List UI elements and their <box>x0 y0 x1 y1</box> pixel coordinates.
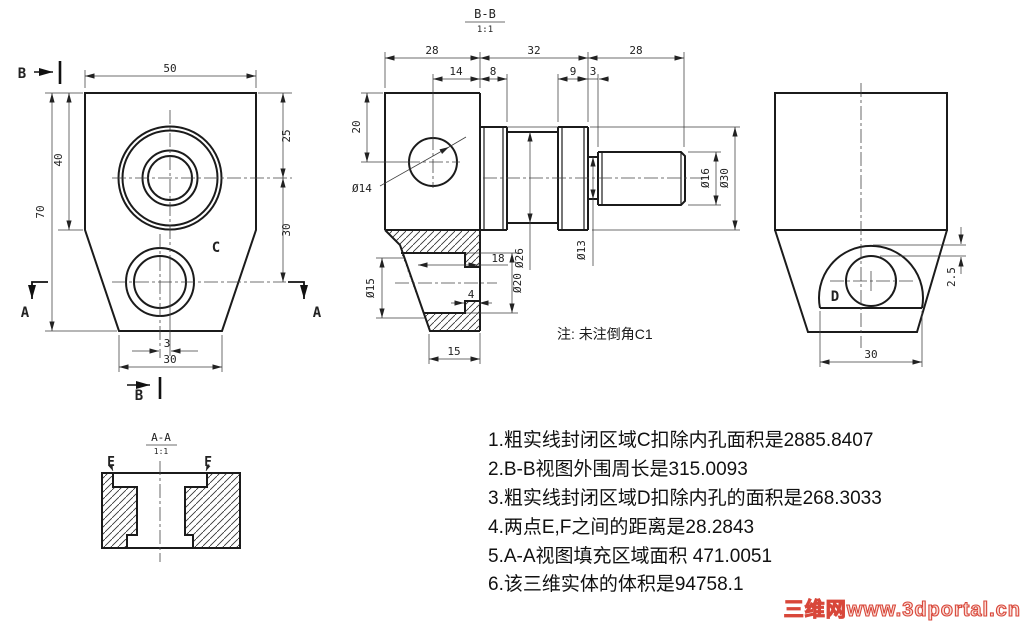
dim-20: 20 <box>350 120 363 133</box>
note-6: 6.该三维实体的体积是94758.1 <box>488 573 744 595</box>
bb-lower-hole-edges <box>401 252 480 314</box>
point-e-arrow <box>108 463 114 472</box>
dim-3: 3 <box>590 65 597 78</box>
bb-block-outline <box>384 92 480 230</box>
side-view-dome <box>818 244 924 309</box>
dia-15: Ø15 <box>364 278 377 298</box>
dim-28-left: 28 <box>425 44 438 57</box>
front-view: 50 40 70 25 30 3 30 B B <box>18 61 322 404</box>
section-aa-title-text: A-A <box>151 431 171 444</box>
point-f-arrow <box>205 463 211 472</box>
bb-lower-outline <box>384 229 480 332</box>
dim-8: 8 <box>490 65 497 78</box>
dia-20: Ø20 <box>511 273 524 293</box>
note-1: 1.粗实线封闭区域C扣除内孔面积是2885.8407 <box>488 429 873 451</box>
dim-18: 18 <box>491 252 504 265</box>
dia14-leader <box>379 146 450 187</box>
note-4: 4.两点E,F之间的距离是28.2843 <box>488 516 754 538</box>
point-label-f: F <box>204 455 212 470</box>
point-label-e: E <box>107 455 115 470</box>
section-aa-scale: 1:1 <box>154 447 169 456</box>
dia-26: Ø26 <box>513 248 526 268</box>
dim-30-side: 30 <box>864 348 877 361</box>
dim-4: 4 <box>468 288 475 301</box>
label-a-left: A <box>21 305 30 321</box>
aa-hatch-region <box>102 473 240 548</box>
section-bb-title: B-B 1:1 <box>465 7 505 35</box>
dia-30: Ø30 <box>718 168 731 188</box>
label-b-top: B <box>18 66 26 82</box>
dia-13: Ø13 <box>575 240 588 260</box>
region-label-d: D <box>831 289 839 305</box>
label-b-bottom: B <box>135 388 143 404</box>
watermark-text: 三维网www.3dportal.cn <box>784 597 1021 621</box>
note-5: 5.A-A视图填充区域面积 471.0051 <box>488 545 772 567</box>
bb-hatch-region <box>385 230 480 331</box>
dia-16: Ø16 <box>699 168 712 188</box>
label-a-right: A <box>313 305 322 321</box>
dim-15: 15 <box>447 345 460 358</box>
chamfer-note: 注: 未注倒角C1 <box>557 326 653 342</box>
section-marker-b-top: B <box>18 61 62 84</box>
section-marker-b-bottom: B <box>127 377 162 404</box>
dim-40: 40 <box>52 153 65 166</box>
dim-70: 70 <box>34 205 47 218</box>
note-3: 3.粗实线封闭区域D扣除内孔的面积是268.3033 <box>488 487 882 509</box>
dim-9: 9 <box>570 65 577 78</box>
dim-30-bottom: 30 <box>163 353 176 366</box>
section-bb-title-text: B-B <box>474 7 496 21</box>
section-bb-scale: 1:1 <box>477 25 493 35</box>
dim-28-right: 28 <box>629 44 642 57</box>
section-aa-view: A-A 1:1 E F <box>101 431 241 562</box>
front-view-outline <box>84 92 257 332</box>
aa-outline <box>101 472 241 549</box>
dim-14: 14 <box>449 65 463 78</box>
side-view: D 30 2.5 <box>774 83 966 367</box>
dia-14: Ø14 <box>352 182 372 195</box>
section-marker-a-right: A <box>288 281 322 321</box>
dia14-leader-tail <box>448 136 467 148</box>
dim-32: 32 <box>527 44 540 57</box>
dim-25: 25 <box>280 129 293 142</box>
dim-3-offset: 3 <box>164 337 171 350</box>
region-label-c: C <box>212 240 220 256</box>
dim-2-5: 2.5 <box>945 267 958 287</box>
side-view-trapezoid <box>774 229 948 333</box>
section-aa-title: A-A 1:1 <box>146 431 177 456</box>
note-2: 2.B-B视图外围周长是315.0093 <box>488 458 748 480</box>
section-bb-view: B-B 1:1 Ø14 <box>350 7 740 364</box>
dim-30-right: 30 <box>280 223 293 236</box>
bb-shaft <box>480 126 686 231</box>
dim-50: 50 <box>163 62 176 75</box>
aa-cutout-edges <box>112 473 208 548</box>
section-marker-a-left: A <box>21 281 48 321</box>
notes-block: 1.粗实线封闭区域C扣除内孔面积是2885.8407 2.B-B视图外围周长是3… <box>488 429 882 595</box>
